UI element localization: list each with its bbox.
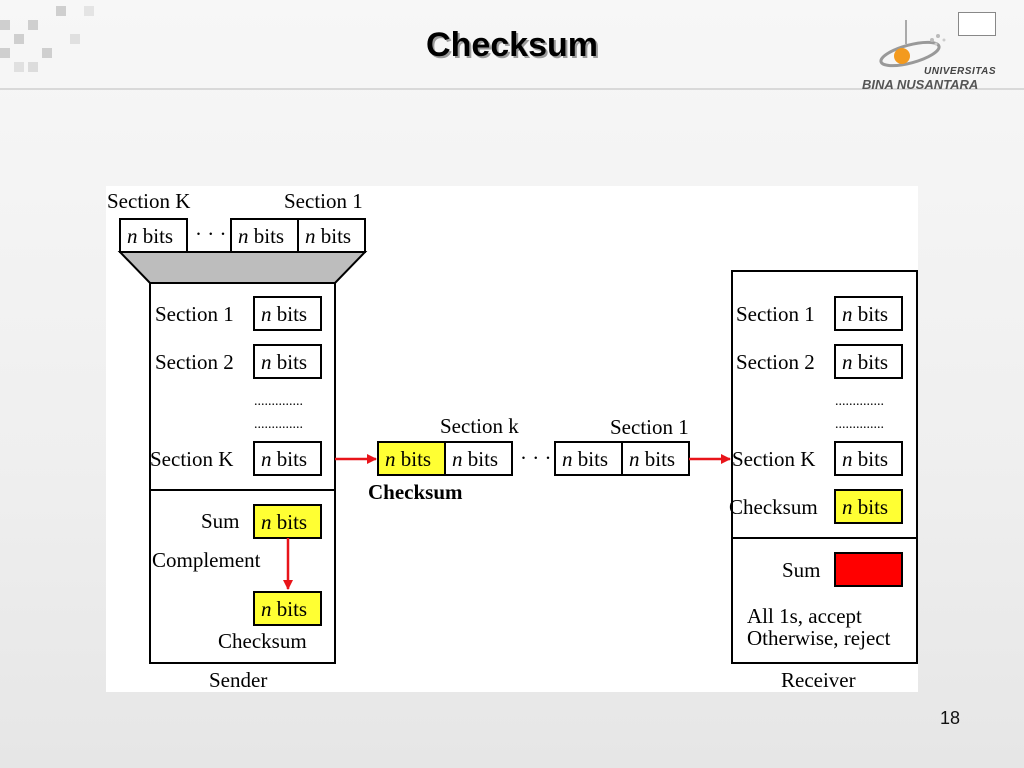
svg-text:Section 2: Section 2 [736, 350, 815, 374]
receiver-row-k: Section K n bits [732, 441, 903, 476]
logo-line-1: UNIVERSITAS [924, 66, 996, 77]
svg-text:Section 1: Section 1 [155, 302, 234, 326]
svg-text:Sum: Sum [201, 509, 240, 533]
svg-text:n bits: n bits [842, 350, 888, 374]
receiver-caption: Receiver [781, 668, 856, 692]
svg-text:Section 2: Section 2 [155, 350, 234, 374]
svg-text:n bits: n bits [452, 447, 498, 471]
sender-caption: Sender [209, 668, 267, 692]
university-logo [879, 20, 946, 68]
svg-text:n bits: n bits [261, 350, 307, 374]
svg-text:Section 1: Section 1 [736, 302, 815, 326]
sender-row-2: Section 2 n bits [155, 344, 322, 379]
funnel-shape [117, 251, 368, 284]
cell-var: n [127, 224, 138, 248]
top-ellipsis: · · · [195, 222, 226, 246]
sender-dots-2: .............. [254, 417, 303, 432]
cell-word: bits [321, 224, 351, 248]
channel-cell-3: n bits [621, 441, 690, 476]
sender-checksum-label: Checksum [218, 629, 307, 653]
receiver-row-1: Section 1 n bits [736, 296, 903, 331]
receiver-result-accept: All 1s, accept [747, 604, 862, 628]
channel-ellipsis: · · · [520, 446, 551, 470]
sender-row-k: Section K n bits [150, 441, 322, 476]
receiver-result-reject: Otherwise, reject [747, 626, 891, 650]
channel-cell-2: n bits [554, 441, 623, 476]
cell-var: n [238, 224, 249, 248]
receiver-dots-2: .............. [835, 417, 884, 432]
channel-cell-1: n bits [444, 441, 513, 476]
cell-word: bits [254, 224, 284, 248]
receiver-row-2: Section 2 n bits [736, 344, 903, 379]
channel-label-section-1: Section 1 [610, 415, 689, 439]
sender-complement-label: Complement [152, 548, 261, 572]
svg-text:n bits: n bits [842, 447, 888, 471]
svg-text:Section K: Section K [732, 447, 815, 471]
header-divider [0, 88, 1024, 90]
channel-checksum-label: Checksum [368, 480, 463, 504]
page-number: 18 [940, 708, 961, 728]
svg-text:n bits: n bits [629, 447, 675, 471]
svg-text:n bits: n bits [261, 447, 307, 471]
sender-checksum-cell: n bits [253, 591, 322, 626]
receiver-dots-1: .............. [835, 394, 884, 409]
logo-badge-icon [958, 12, 996, 36]
cell-var: n [305, 224, 316, 248]
sender-dots-1: .............. [254, 394, 303, 409]
top-cell-3: n bits [297, 218, 366, 253]
svg-text:n bits: n bits [842, 495, 888, 519]
decorative-squares [0, 0, 110, 90]
slide-title: Checksum [426, 26, 598, 64]
top-cell-2: n bits [230, 218, 299, 253]
svg-text:n bits: n bits [261, 597, 307, 621]
svg-text:n bits: n bits [842, 302, 888, 326]
svg-text:Checksum: Checksum [729, 495, 818, 519]
svg-text:n bits: n bits [385, 447, 431, 471]
logo-line-2: BINA NUSANTARA [862, 77, 979, 92]
channel-label-section-k: Section k [440, 414, 519, 438]
svg-text:Section K: Section K [150, 447, 233, 471]
svg-text:n bits: n bits [261, 510, 307, 534]
svg-text:Sum: Sum [782, 558, 821, 582]
channel-checksum-cell: n bits [377, 441, 446, 476]
svg-text:n bits: n bits [127, 224, 173, 248]
svg-text:n bits: n bits [562, 447, 608, 471]
svg-text:n bits: n bits [238, 224, 284, 248]
top-cell-1: n bits [119, 218, 188, 253]
top-label-section-k: Section K [107, 189, 190, 213]
receiver-checksum-row: Checksum n bits [729, 489, 903, 524]
receiver-sum-row: Sum [782, 552, 903, 587]
svg-text:n bits: n bits [305, 224, 351, 248]
cell-word: bits [143, 224, 173, 248]
sender-row-1: Section 1 n bits [155, 296, 322, 331]
top-label-section-1: Section 1 [284, 189, 363, 213]
svg-text:n bits: n bits [261, 302, 307, 326]
